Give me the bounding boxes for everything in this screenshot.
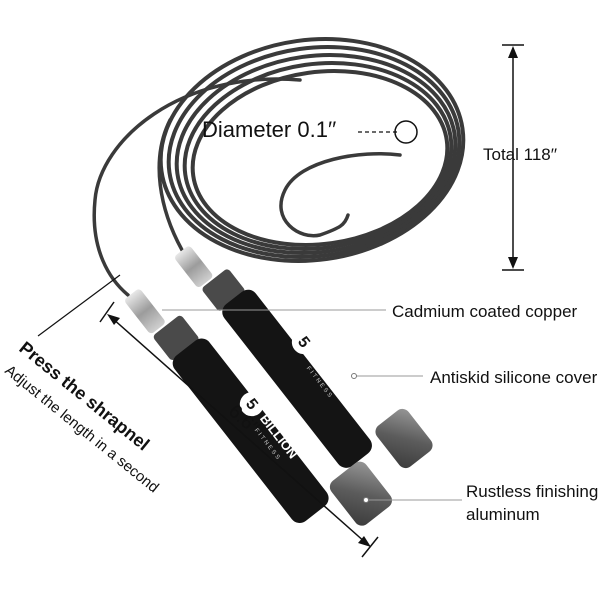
cable-coil-2 bbox=[166, 45, 462, 259]
handle-length-dimension bbox=[37, 274, 379, 558]
aluminum-dot bbox=[363, 497, 369, 503]
silicone-dot bbox=[351, 373, 357, 379]
handle-front: 5 BILLION FITNESS bbox=[125, 289, 392, 526]
shrapnel-guide-line bbox=[37, 274, 121, 337]
cable-lead-inner bbox=[279, 152, 402, 238]
handle-dim-line bbox=[111, 317, 367, 544]
handle-back: 5 BILLION FITNESS bbox=[175, 246, 433, 469]
cable-coil-1 bbox=[158, 37, 466, 263]
total-length-dimension bbox=[502, 44, 524, 271]
handle-front-cap bbox=[329, 461, 392, 526]
handle-dim-arrow-top bbox=[107, 314, 120, 325]
diameter-callout: Diameter 0.1′′ bbox=[202, 117, 418, 144]
diameter-label: Diameter 0.1′′ bbox=[202, 117, 336, 142]
handle-dim-tick-bottom bbox=[361, 536, 379, 558]
logo-badge bbox=[291, 330, 316, 355]
handle-back-cap bbox=[375, 408, 433, 469]
handle-front-fitting bbox=[125, 289, 165, 334]
logo-badge bbox=[239, 392, 264, 417]
handle-dim-tick-top bbox=[99, 301, 115, 323]
handle-back-fitting bbox=[175, 246, 213, 288]
handle-front-foam bbox=[172, 338, 329, 523]
copper-label: Cadmium coated copper bbox=[392, 302, 578, 321]
cable-lead-long bbox=[92, 77, 302, 297]
diameter-marker bbox=[394, 120, 418, 144]
handle-back-foam bbox=[222, 289, 372, 468]
cable-coil-4 bbox=[182, 61, 454, 251]
cable-coil-3 bbox=[174, 53, 458, 255]
cable-lead-back bbox=[157, 118, 184, 252]
aluminum-label-line1: Rustless finishing bbox=[466, 482, 598, 501]
silicone-label: Antiskid silicone cover bbox=[430, 368, 598, 387]
cable-coil-5 bbox=[190, 68, 450, 248]
total-arrow-down bbox=[508, 257, 518, 269]
total-length-label: Total 118′′ bbox=[483, 145, 557, 164]
aluminum-label-line2: aluminum bbox=[466, 505, 540, 524]
total-arrow-up bbox=[508, 46, 518, 58]
handle-dim-arrow-bottom bbox=[358, 536, 371, 547]
rope-cable bbox=[92, 37, 466, 297]
